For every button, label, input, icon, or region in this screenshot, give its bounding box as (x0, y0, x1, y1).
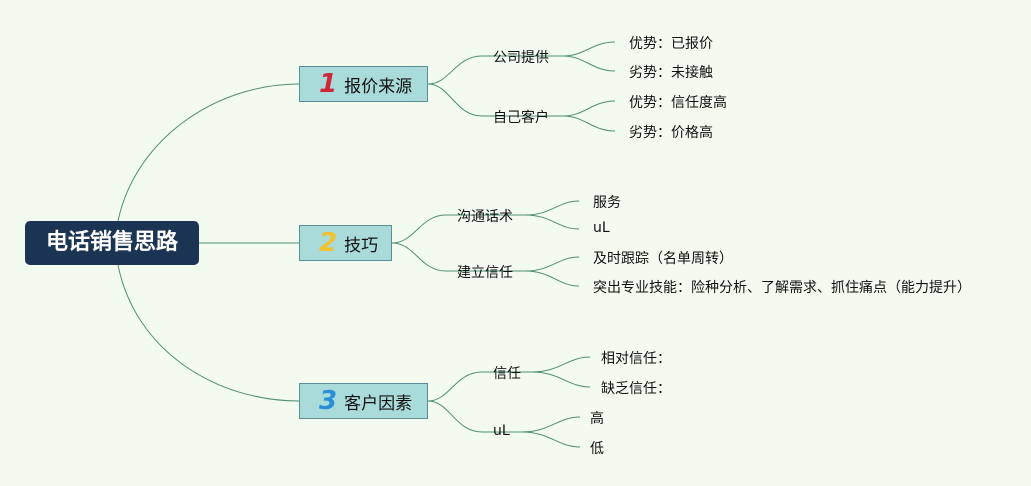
leaf-node[interactable]: uL (593, 220, 610, 236)
leaf-node[interactable]: 优势：已报价 (629, 36, 713, 52)
edge-sub-3-2-leaf-2 (521, 431, 581, 448)
edge-branch-1-sub-2 (427, 83, 483, 117)
edge-sub-3-2-leaf-1 (521, 416, 581, 433)
number-badge-3: 3 (319, 386, 338, 416)
leaf-node[interactable]: 相对信任： (601, 351, 671, 367)
edge-sub-1-1-leaf-2 (562, 55, 616, 72)
root-node[interactable]: 电话销售思路 (25, 221, 199, 265)
sub-node-own-client[interactable]: 自己客户 (493, 110, 549, 126)
leaf-node[interactable]: 及时跟踪（名单周转） (593, 251, 733, 267)
sub-node-communication-script[interactable]: 沟通话术 (457, 209, 513, 225)
edge-sub-2-2-leaf-2 (524, 270, 580, 287)
branch-node-quote-source[interactable]: 1 报价来源 (299, 66, 428, 102)
leaf-node[interactable]: 服务 (593, 195, 621, 211)
edge-sub-1-1-leaf-1 (562, 41, 616, 57)
edge-branch-2-sub-1 (391, 214, 447, 244)
edge-sub-2-2-leaf-1 (524, 256, 580, 272)
sub-node-build-trust[interactable]: 建立信任 (457, 265, 513, 281)
leaf-node[interactable]: 突出专业技能：险种分析、了解需求、抓住痛点（能力提升） (593, 280, 971, 296)
leaf-node[interactable]: 高 (590, 411, 604, 427)
edge-branch-2-sub-2 (391, 242, 447, 272)
edge-root-branch-3 (117, 264, 300, 402)
number-badge-2: 2 (319, 228, 338, 258)
edge-sub-2-1-leaf-1 (524, 200, 580, 216)
branch-label: 报价来源 (344, 76, 413, 97)
edge-sub-1-2-leaf-1 (562, 100, 616, 117)
branch-label: 客户因素 (344, 393, 413, 414)
leaf-node[interactable]: 优势：信任度高 (629, 95, 727, 111)
edge-branch-1-sub-1 (427, 55, 483, 85)
edge-branch-3-sub-1 (427, 371, 483, 402)
number-badge-1: 1 (319, 69, 338, 99)
leaf-node[interactable]: 缺乏信任： (601, 381, 671, 397)
branch-node-client-factors[interactable]: 3 客户因素 (299, 383, 428, 419)
sub-node-company-provided[interactable]: 公司提供 (493, 50, 549, 66)
edge-sub-3-1-leaf-2 (531, 371, 591, 388)
branch-node-skills[interactable]: 2 技巧 (299, 225, 392, 261)
edge-root-branch-1 (117, 83, 300, 222)
edge-sub-3-1-leaf-1 (531, 356, 591, 373)
edge-branch-3-sub-2 (427, 400, 483, 433)
leaf-node[interactable]: 低 (590, 441, 604, 457)
leaf-node[interactable]: 劣势：价格高 (629, 125, 713, 141)
branch-label: 技巧 (344, 235, 379, 256)
sub-node-ul[interactable]: uL (493, 423, 510, 439)
edge-sub-2-1-leaf-2 (524, 214, 580, 230)
edge-sub-1-2-leaf-2 (562, 115, 616, 132)
sub-node-trust[interactable]: 信任 (493, 366, 521, 382)
leaf-node[interactable]: 劣势：未接触 (629, 65, 713, 81)
